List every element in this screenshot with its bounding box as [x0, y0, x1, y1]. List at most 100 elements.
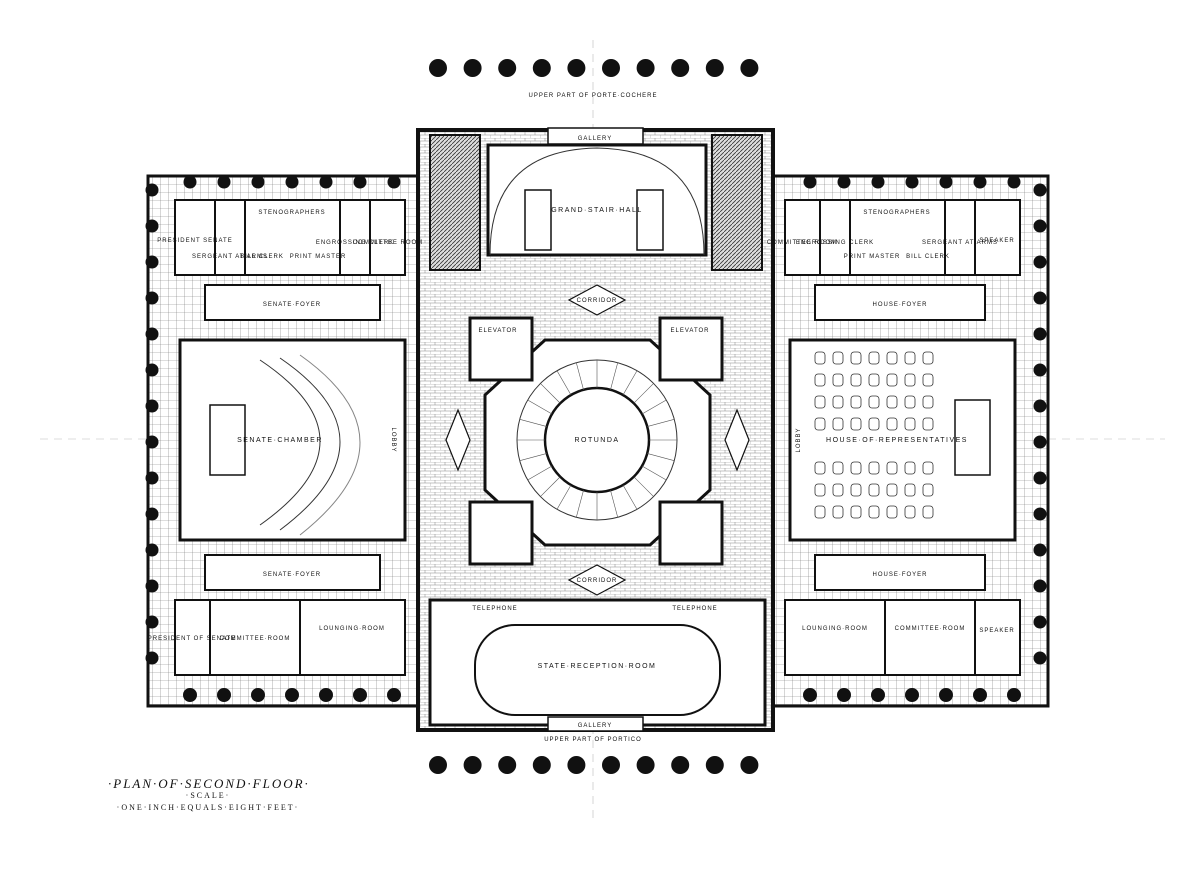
right-wing-top-column [973, 175, 987, 189]
house-seat [904, 417, 916, 431]
house-seat [832, 417, 844, 431]
right-wing-top-column [1007, 175, 1021, 189]
rotunda-ray [633, 476, 654, 497]
porte-cochere-column [532, 59, 551, 77]
rotunda-ray [576, 362, 584, 390]
house-seat [868, 351, 880, 365]
label-senate-foyer-bottom: SENATE·FOYER [263, 572, 321, 578]
title-block: ·PLAN·OF·SECOND·FLOOR· ·SCALE· ·ONE·INCH… [108, 777, 308, 814]
left-wing-top-column [285, 175, 299, 189]
left-column [145, 543, 159, 557]
left-column [145, 579, 159, 593]
house-seat [904, 395, 916, 409]
rotunda-ray [556, 370, 572, 396]
house-seat [886, 395, 898, 409]
portico-column [740, 756, 759, 774]
label-bill-clerk-left: BILL CLERK [240, 254, 284, 260]
porte-cochere-column [463, 59, 482, 77]
left-column [145, 183, 159, 197]
label-state-reception: STATE·RECEPTION·ROOM [538, 663, 657, 670]
label-committee-room-left-top: COMMITTEE ROOM [353, 240, 423, 246]
house-seat [814, 505, 826, 519]
plan-scale-label: ·SCALE· [185, 791, 231, 800]
left-column [145, 327, 159, 341]
right-wing-top-column [837, 175, 851, 189]
rotunda-ray [519, 419, 547, 427]
house-seat [868, 483, 880, 497]
right-column [1033, 255, 1047, 269]
grand-stair-hall [429, 127, 763, 271]
left-column [145, 507, 159, 521]
label-sergeant-left: SERGEANT AT ARMS [192, 254, 268, 260]
portico-column [532, 756, 551, 774]
house-seat [886, 483, 898, 497]
label-elevator-right: ELEVATOR [670, 328, 709, 334]
house-seat [850, 373, 862, 387]
rotunda-ray [519, 453, 547, 461]
house-seat [832, 351, 844, 365]
house-seat [922, 417, 934, 431]
left-wing-bottom-column [285, 688, 299, 702]
porte-cochere-column [636, 59, 655, 77]
label-president-bottom: PRESIDENT OF SENATE [148, 636, 236, 642]
label-stenographers-right: STENOGRAPHERS [863, 210, 930, 216]
label-speaker-top: SPEAKER [979, 238, 1014, 244]
label-committee-room-right-top: COMMITTEE ROOM [767, 240, 837, 246]
state-reception-room [428, 598, 767, 732]
right-column [1033, 615, 1047, 629]
label-speaker-bottom: SPEAKER [979, 628, 1014, 634]
house-seat [922, 461, 934, 475]
rotunda-ray [647, 419, 675, 427]
floor-diamonds [445, 284, 750, 596]
portico-column [567, 756, 586, 774]
label-engrossing-left: ENGROSSING CLERK [316, 240, 394, 246]
porte-cochere-column [567, 59, 586, 77]
left-column [145, 219, 159, 233]
right-column [1033, 399, 1047, 413]
house-seat [832, 395, 844, 409]
house-seat [814, 395, 826, 409]
room-labels: UPPER PART OF PORTE·COCHERE UPPER PART O… [148, 93, 1014, 743]
rotunda-ray [540, 476, 561, 497]
left-column [145, 399, 159, 413]
label-senate-foyer-top: SENATE·FOYER [263, 302, 321, 308]
right-wing-top-column [939, 175, 953, 189]
house-seat [922, 395, 934, 409]
left-wing-top-column [353, 175, 367, 189]
senate-chamber [178, 338, 407, 542]
house-seat [922, 373, 934, 387]
rotunda-ray [647, 453, 675, 461]
portico-column [498, 756, 517, 774]
left-column [145, 255, 159, 269]
label-committee-room-right: COMMITTEE·ROOM [895, 626, 966, 632]
label-telephone-left: TELEPHONE [472, 606, 517, 612]
label-committee-room-left: COMMITTEE·ROOM [220, 636, 291, 642]
right-wing-top-column [871, 175, 885, 189]
house-seat [832, 373, 844, 387]
house-seat [832, 505, 844, 519]
right-wing-bottom-column [803, 688, 817, 702]
porte-cochere-column [498, 59, 517, 77]
label-bill-clerk-right: BILL CLERK [906, 254, 950, 260]
label-rotunda: ROTUNDA [574, 437, 619, 444]
right-wing-bottom-column [1007, 688, 1021, 702]
label-stenographers-left: STENOGRAPHERS [258, 210, 325, 216]
label-lounging-room-left: LOUNGING·ROOM [319, 626, 385, 632]
house-seat [904, 483, 916, 497]
rotunda-ray [556, 484, 572, 510]
portico-column [636, 756, 655, 774]
house-seat [868, 417, 880, 431]
house-seat [850, 483, 862, 497]
rotunda-ray [633, 383, 654, 404]
label-porte-cochere: UPPER PART OF PORTE·COCHERE [529, 93, 658, 99]
left-column [145, 291, 159, 305]
left-column [145, 363, 159, 377]
right-column [1033, 363, 1047, 377]
rotunda-ray [641, 399, 667, 415]
house-seat [832, 461, 844, 475]
left-wing-bottom-column [387, 688, 401, 702]
rotunda-ray [527, 399, 553, 415]
portico-column [429, 756, 447, 774]
label-corridor-bottom: CORRIDOR [577, 578, 618, 584]
